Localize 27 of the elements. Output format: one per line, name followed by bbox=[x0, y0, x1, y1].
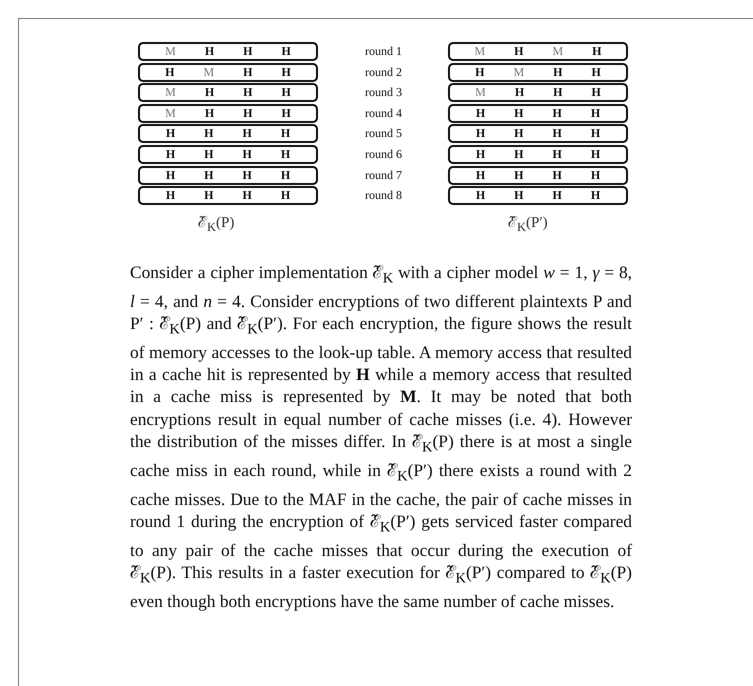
access-row: M H M H bbox=[448, 42, 628, 61]
access-row: H H H H bbox=[448, 145, 628, 164]
access-row: M H H H bbox=[138, 104, 318, 123]
access-row: M H H H bbox=[448, 83, 628, 102]
round-label: round 3 bbox=[365, 85, 402, 100]
round-label: round 5 bbox=[365, 126, 402, 142]
access-row: H H H H bbox=[138, 124, 318, 144]
access-row: M H H H bbox=[138, 83, 318, 102]
caption-paragraph: Consider a cipher implementation ℰ̃$_{K}$ with a cipher model w = 1, γ = 8, l = 4, and n = 4. Consider encryptions of two different plaintexts P and P′ : ℰ̃$_{K}$(P) and ℰ̃$_{K}$(P′). For each encryption, the figure shows the result of memory accesses to the look-up table. A memory access that resulted in a cache hit is represented by H while a memory access that resulted in a cache miss is represented by M. It may be noted that both encryptions result in equal number of cache misses (i.e. 4). However the distribution of the misses differ. In ℰ̃$_{K}$(P) there is at most a single cache miss in each round, while in ℰ̃$_{K}$(P′) there exists a round with 2 cache misses. Due to the MAF in the cache, the pair of cache misses in round 1 during the encryption of ℰ̃$_{K}$(P′) gets serviced faster compared to any pair of the cache misses that occur during the execution of ℰ̃$_{K}$(P). This results in a faster execution for ℰ̃$_{K}$(P′) compared to ℰ̃$_{K}$(P) even though both encryptions have the same number of cache misses. bbox=[130, 261, 632, 612]
access-row: H M H H bbox=[448, 62, 628, 82]
access-row: H H H H bbox=[448, 124, 628, 144]
access-row: H H H H bbox=[138, 145, 318, 164]
access-row: M H H H bbox=[138, 42, 318, 61]
table-caption: ℰ̃$_{K}$(P′) bbox=[508, 214, 548, 235]
table-caption: ℰ̃$_{K}$(P) bbox=[198, 214, 234, 235]
access-row: H M H H bbox=[138, 62, 318, 82]
access-row: H H H H bbox=[448, 166, 628, 185]
round-label: round 7 bbox=[365, 168, 402, 183]
access-row: H H H H bbox=[138, 186, 318, 206]
round-label: round 4 bbox=[365, 106, 402, 121]
round-label: round 2 bbox=[365, 64, 402, 80]
round-label: round 6 bbox=[365, 147, 402, 162]
round-label: round 8 bbox=[365, 188, 402, 204]
access-row: H H H H bbox=[138, 166, 318, 185]
access-row: H H H H bbox=[448, 186, 628, 206]
access-row: H H H H bbox=[448, 104, 628, 123]
round-label: round 1 bbox=[365, 44, 402, 59]
